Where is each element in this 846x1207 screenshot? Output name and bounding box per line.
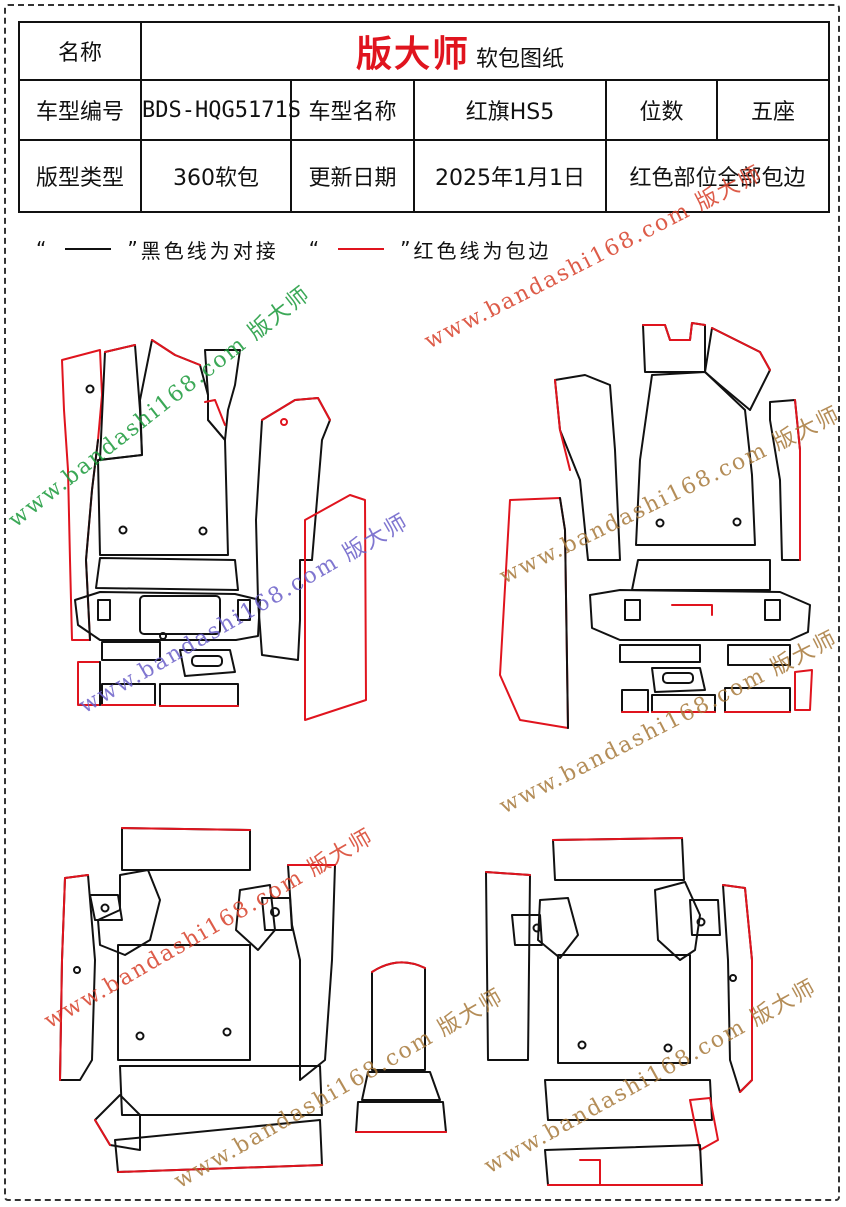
model-name: 红旗HS5 [413, 79, 607, 141]
update-label: 更新日期 [290, 139, 415, 213]
black-line-sample [65, 248, 112, 250]
red-line-label: 红色线为包边 [413, 238, 552, 263]
pattern-front-left [61, 339, 367, 721]
name-label: 名称 [18, 21, 142, 81]
front-left-side-panel [204, 349, 241, 441]
front-right-bottom-left [621, 689, 649, 713]
rear-right-wheel-arch [689, 1097, 719, 1151]
front-left-door-sill [255, 397, 331, 661]
line-legend: “ ” 黑色线为对接 “ ” 红色线为包边 [36, 234, 552, 264]
front-right-main-floor [635, 371, 756, 546]
rear-left-top-panel [121, 827, 251, 871]
rear-right-left-flap [485, 871, 531, 1061]
quote-close: ” [127, 237, 141, 261]
title-cell: 版大师软包图纸 [139, 21, 831, 81]
rear-left-tab-2 [261, 897, 293, 931]
center-tunnel-lower [361, 1071, 441, 1101]
pattern-rear-right [485, 837, 753, 1186]
rear-left-right-bracket [235, 884, 276, 951]
front-left-heel-pad [101, 641, 161, 661]
doc-type: 软包图纸 [476, 47, 565, 72]
front-right-heel-pads [619, 644, 701, 663]
front-right-bottom-corner [794, 669, 813, 711]
front-right-left-panel [554, 374, 621, 561]
model-code: BDS-HQG5171S [140, 79, 301, 141]
rear-left-door-sill [287, 864, 336, 1081]
front-left-bottom-right [159, 683, 239, 707]
rear-right-bottom-strip [544, 1144, 703, 1186]
center-tunnel-base [355, 1101, 447, 1133]
front-left-door-flap [304, 494, 367, 721]
rear-left-wheel-arch [94, 1094, 141, 1151]
update-date: 2025年1月1日 [413, 139, 607, 213]
model-code-label: 车型编号 [18, 79, 142, 141]
quote-open-2: “ [308, 237, 323, 261]
front-left-side-flap-outer-inner [85, 439, 99, 641]
front-right-top-tab [642, 322, 706, 373]
front-right-tunnel [589, 589, 811, 641]
rear-right-right-bracket [654, 881, 701, 961]
edge-note: 红色部位全部包边 [604, 139, 831, 213]
spec-table: 名称 版大师软包图纸 车型编号 BDS-HQG5171S 车型名称 红旗HS5 … [18, 21, 831, 213]
front-left-lower-strip [95, 557, 239, 591]
front-left-shift-pad [179, 649, 236, 677]
front-right-shift-pad [651, 667, 706, 693]
rear-right-tab-1 [511, 914, 543, 946]
model-name-label: 车型名称 [290, 79, 415, 141]
pattern-type-label: 版型类型 [18, 139, 142, 213]
pattern-rear-left [59, 827, 336, 1173]
seats-value: 五座 [715, 79, 831, 141]
rear-right-lower-panel [544, 1079, 713, 1121]
pattern-type: 360软包 [140, 139, 292, 213]
rear-right-tab-2 [689, 899, 721, 936]
red-line-sample [338, 248, 385, 250]
front-right-lower-strip [631, 559, 771, 591]
page-frame [4, 4, 840, 1201]
seats-label: 位数 [605, 79, 718, 141]
rear-left-tab-1 [89, 894, 123, 921]
pattern-front-right [499, 322, 813, 729]
quote-close-2: ” [400, 237, 414, 261]
rear-right-top-panel [552, 837, 685, 881]
black-line-label: 黑色线为对接 [140, 238, 279, 263]
front-left-tunnel [74, 591, 261, 641]
pattern-center-tunnel [355, 961, 447, 1133]
rear-right-main-floor [557, 954, 691, 1064]
rear-left-main-floor [117, 944, 251, 1061]
rear-left-seat-bracket [97, 869, 161, 956]
rear-left-lower-panel [119, 1065, 323, 1116]
rear-right-left-bracket [537, 897, 579, 959]
quote-open: “ [36, 237, 50, 261]
brand-title: 版大师 [356, 34, 471, 75]
